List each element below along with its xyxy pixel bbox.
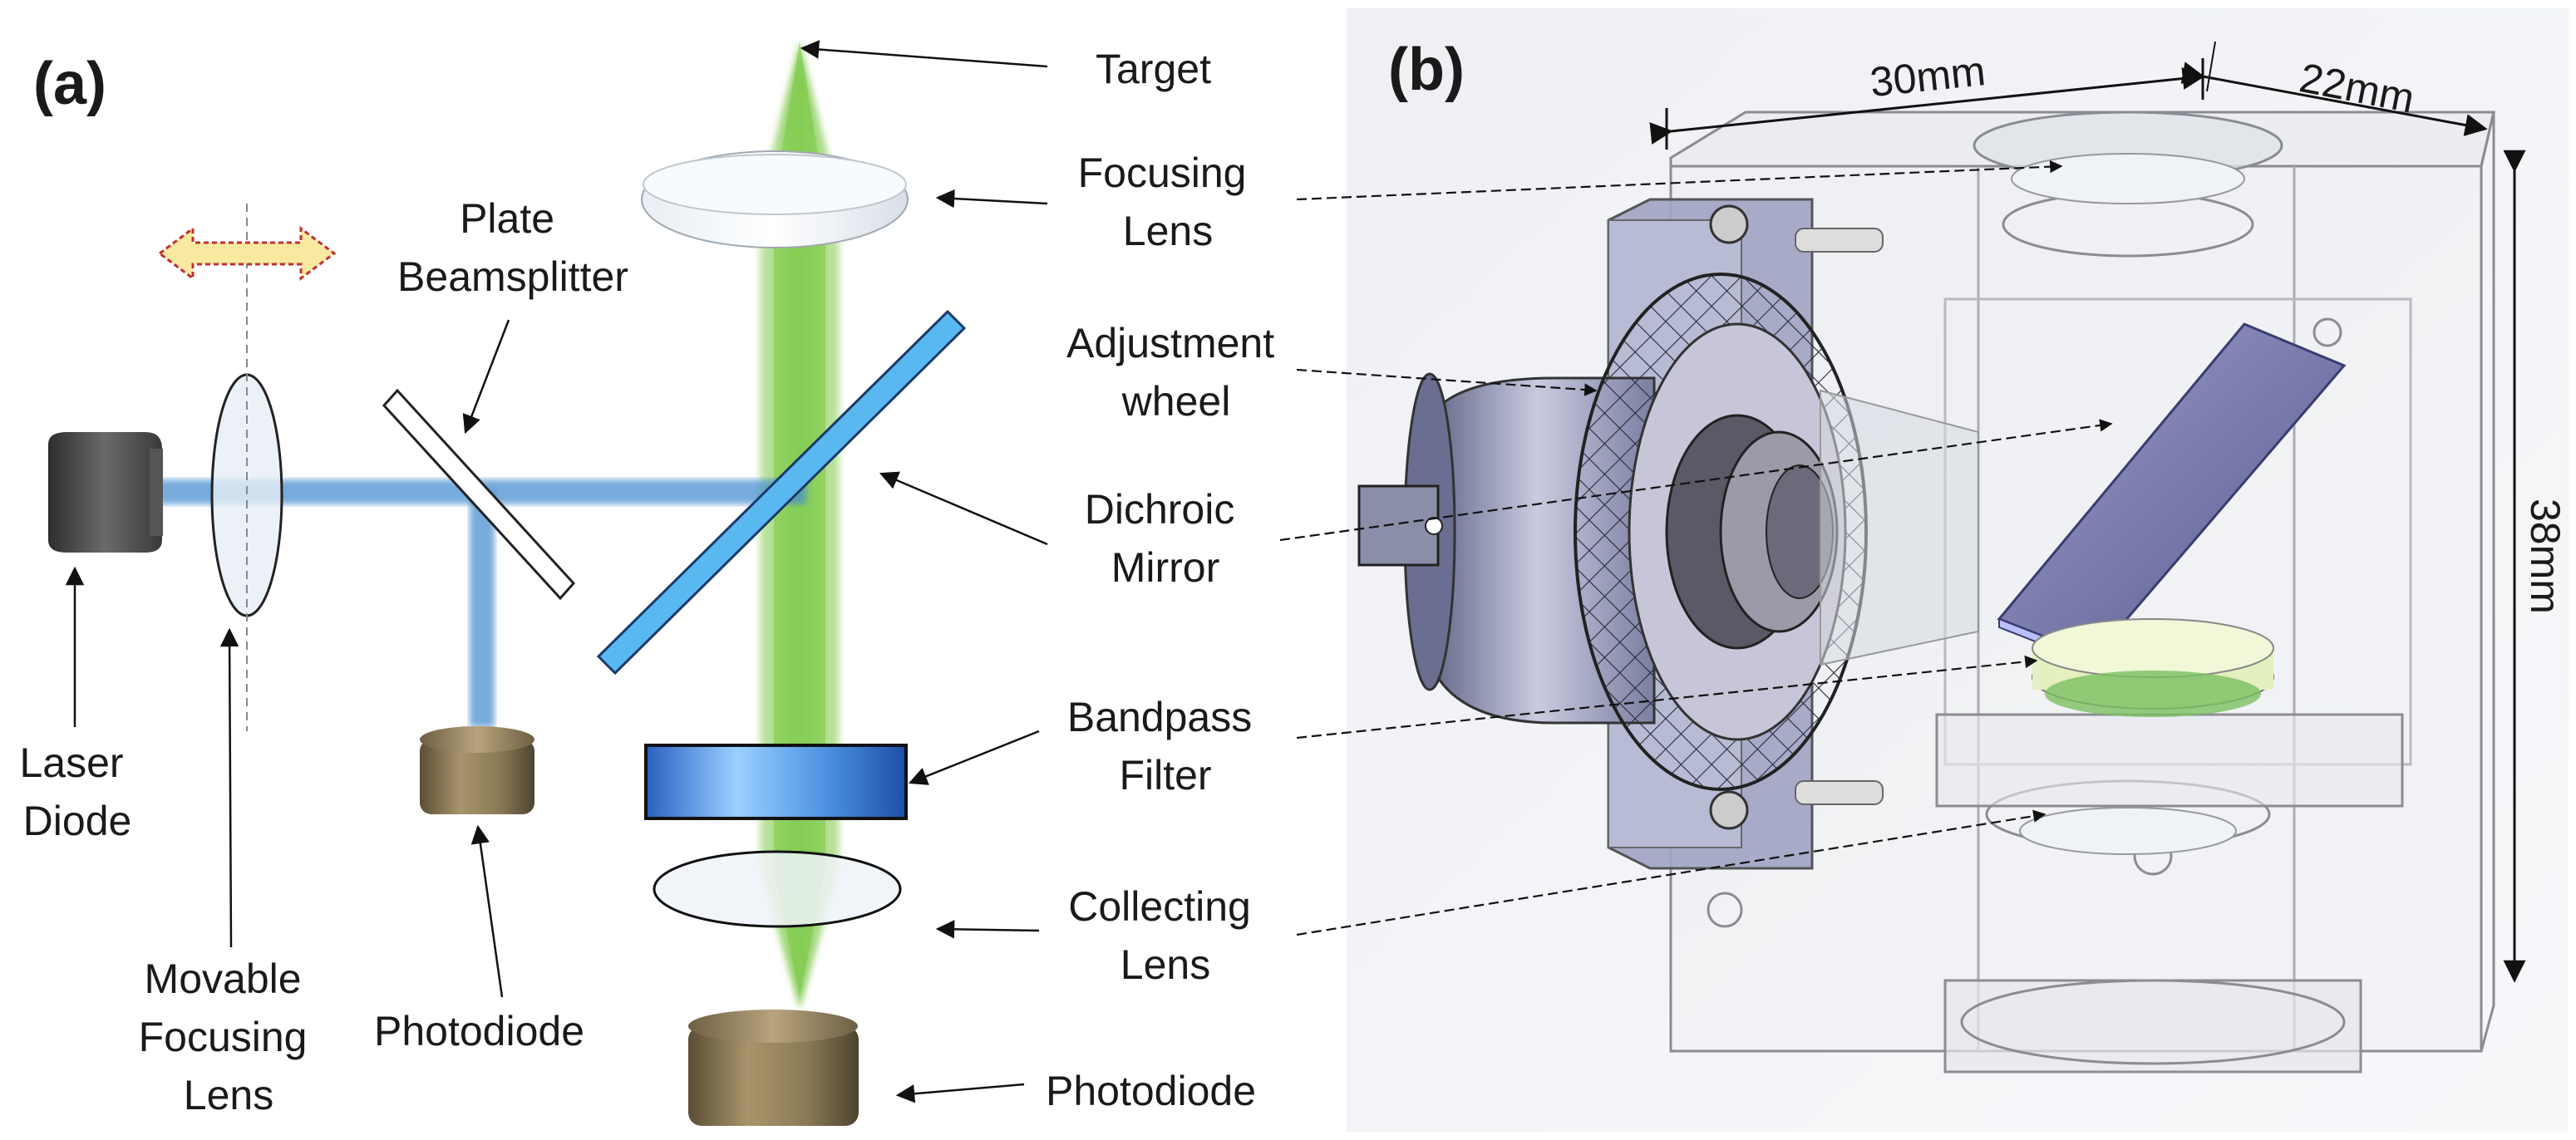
label-collecting-lens: Collecting Lens	[1068, 883, 1262, 988]
label-dichroic-mirror: Dichroic Mirror	[1085, 486, 1247, 591]
label-movable-focusing-lens: Movable Focusing Lens	[139, 956, 319, 1118]
label-bandpass-filter: Bandpass Filter	[1067, 694, 1263, 798]
bandpass-filter-3d	[2032, 618, 2274, 717]
laser-diode	[48, 432, 163, 553]
movable-focusing-lens	[210, 204, 283, 731]
plate-beamsplitter	[382, 388, 576, 601]
panel-a-label: (a)	[33, 51, 106, 117]
label-laser-diode: Laser Diode	[20, 740, 135, 844]
label-adjustment-wheel: Adjustment wheel	[1066, 320, 1286, 425]
photodiode-bottom	[688, 1010, 859, 1126]
cad-render	[1347, 8, 2569, 1132]
leader-lines-a	[65, 40, 1048, 1103]
panel-b-label: (b)	[1388, 37, 1465, 103]
photodiode-middle	[420, 726, 534, 814]
dimension-lines	[1649, 41, 2526, 983]
collecting-lens	[653, 850, 902, 928]
leader-lines-b	[1279, 160, 2113, 936]
bandpass-filter	[644, 744, 908, 820]
label-target: Target	[1096, 46, 1211, 92]
label-photodiode-middle: Photodiode	[374, 1008, 584, 1054]
label-focusing-lens: Focusing Lens	[1078, 150, 1258, 254]
dimension-38mm: 38mm	[2522, 499, 2569, 614]
label-photodiode-bottom: Photodiode	[1046, 1068, 1256, 1114]
housing-focusing-lens	[2011, 153, 2245, 204]
focusing-lens	[641, 150, 909, 248]
dichroic-mirror	[596, 309, 967, 676]
laser-beam-vertical	[470, 490, 495, 727]
movement-arrow-icon	[157, 226, 337, 281]
label-plate-beamsplitter: Plate Beamsplitter	[397, 195, 628, 300]
housing-collecting-lens	[2019, 807, 2237, 855]
